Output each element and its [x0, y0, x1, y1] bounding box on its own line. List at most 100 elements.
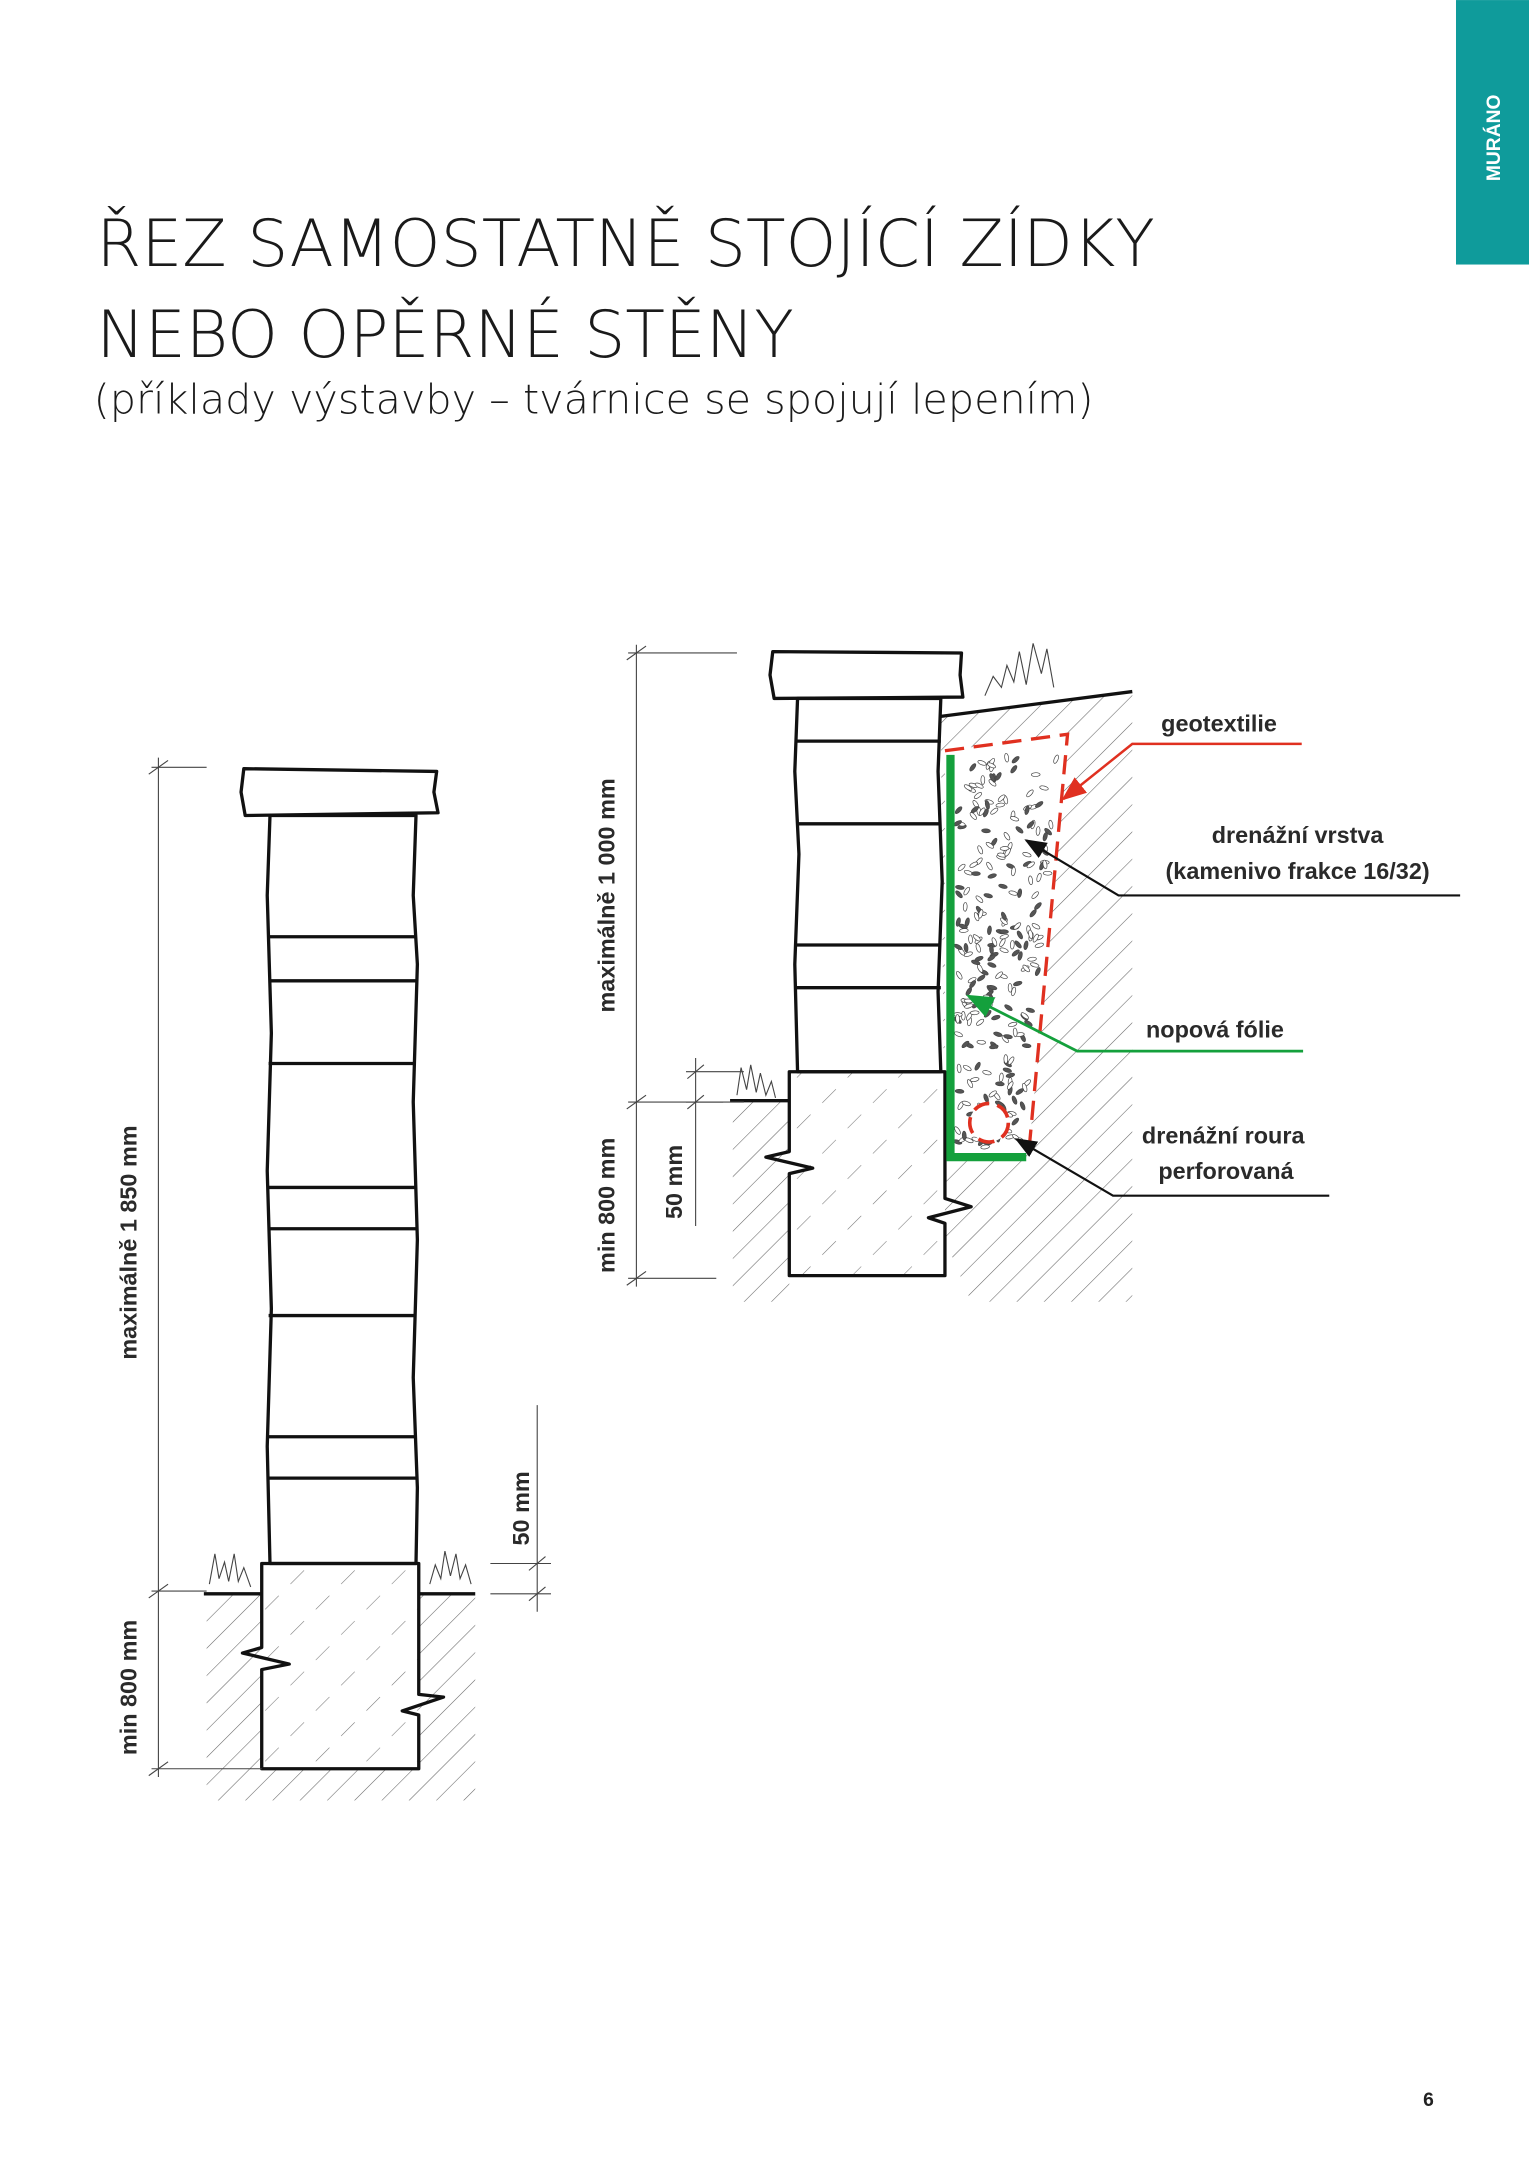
gravel-stone: [961, 1130, 967, 1141]
membrane-leader: [965, 994, 1304, 1053]
gravel-stone: [999, 938, 1006, 947]
gravel-stone: [969, 812, 977, 820]
left-wall-section: maximálně 1 850 mm min 800 mm 50 mm: [115, 757, 551, 1801]
gravel-stone: [983, 893, 993, 899]
gravel-stone: [999, 947, 1009, 953]
gravel-stone: [1007, 1056, 1015, 1065]
gravel-stone: [963, 784, 973, 791]
gravel-stone: [987, 873, 997, 879]
gravel-stone: [998, 883, 1008, 889]
gravel-stone: [990, 807, 999, 815]
gravel-stone: [977, 845, 984, 855]
gravel-stone: [989, 1044, 999, 1050]
gravel-stone: [1013, 980, 1023, 987]
gravel-stone: [1003, 1034, 1013, 1040]
gravel-stone: [954, 1126, 961, 1135]
gravel-stone: [963, 886, 970, 896]
gravel-stone: [1004, 752, 1010, 763]
gravel-stone: [1016, 930, 1023, 940]
gravel-stone: [963, 998, 974, 1004]
gravel-stone: [974, 956, 984, 962]
brand-tab-label: MURÁNO: [1483, 94, 1505, 181]
gravel-stone: [988, 1090, 997, 1098]
gravel-stone: [1007, 1021, 1018, 1028]
gravel-stone: [1011, 949, 1020, 957]
coping-cap: [239, 767, 440, 818]
gravel-stone: [973, 792, 983, 799]
right-dim-offset: 50 mm: [661, 1145, 687, 1219]
gravel-stone: [987, 925, 992, 935]
gravel-stone: [1015, 1088, 1024, 1095]
gravel-stone: [995, 1081, 1005, 1087]
gravel-stone: [1003, 832, 1011, 841]
gravel-stone: [1039, 785, 1049, 791]
gravel-stone: [977, 974, 986, 982]
label-geotextile: geotextilie: [1161, 710, 1277, 736]
gravel-stone: [969, 763, 977, 772]
gravel-stone: [987, 985, 998, 991]
page-title-line1: ŘEZ SAMOSTATNĚ STOJÍCÍ ZÍDKY: [96, 206, 1154, 282]
gravel-stone: [1015, 826, 1024, 834]
gravel-stone: [981, 828, 991, 834]
gravel-stone: [1022, 964, 1030, 973]
gravel-stone: [1017, 951, 1023, 961]
gravel-stone: [1028, 875, 1033, 885]
gravel-stone: [1048, 819, 1054, 830]
gravel-stone: [1035, 801, 1044, 808]
gravel-stone: [1017, 888, 1023, 898]
gravel-stone: [955, 885, 965, 890]
gravel-stone: [1025, 1007, 1035, 1013]
gravel-stone: [971, 871, 981, 876]
gravel-stone: [1034, 967, 1041, 977]
gravel-stone: [978, 807, 986, 816]
gravel-stone: [1036, 872, 1042, 883]
gravel-stone: [989, 944, 994, 955]
gravel-stone: [980, 1144, 990, 1150]
label-pipe-2: perforovaná: [1158, 1158, 1294, 1184]
block-joints: [796, 739, 941, 990]
gravel-stone: [1034, 942, 1044, 948]
gravel-stone: [1010, 939, 1015, 950]
gravel-stone: [969, 980, 977, 989]
geotextile-leader: [1061, 742, 1302, 801]
gravel-stone: [955, 890, 963, 899]
gravel-stone: [970, 806, 979, 814]
column: [265, 813, 420, 1566]
gravel-stone: [1011, 866, 1016, 877]
gravel-stone: [985, 841, 994, 849]
gravel-stone: [999, 846, 1010, 851]
gravel-stone: [1011, 1117, 1020, 1126]
column: [793, 696, 944, 1074]
gravel-stone: [1042, 859, 1048, 870]
gravel-stone: [1002, 1067, 1012, 1073]
brand-tab: MURÁNO: [1455, 0, 1529, 265]
label-drain-layer-1: drenážní vrstva: [1212, 822, 1385, 848]
gravel-stone: [987, 962, 997, 968]
gravel-stone: [1013, 922, 1022, 930]
geotextile-line: [944, 732, 1070, 1151]
gravel-stone: [978, 909, 984, 919]
gravel-stone: [1034, 902, 1042, 910]
gravel-stone: [1035, 826, 1041, 836]
gravel-stone: [1011, 986, 1017, 997]
left-dim-height: maximálně 1 850 mm: [115, 1125, 141, 1359]
gravel-stone: [961, 1100, 971, 1107]
gravel-stone: [957, 863, 966, 872]
gravel-stone: [956, 1063, 962, 1074]
gravel-stone: [968, 934, 973, 945]
gravel-stone: [974, 1061, 981, 1071]
terrain-slope-line: [940, 689, 1133, 718]
left-dim-offset: 50 mm: [508, 1471, 534, 1545]
gravel-stone: [980, 775, 986, 785]
gravel-stone: [987, 762, 996, 769]
gravel-stone: [1007, 983, 1013, 993]
gravel-stone: [969, 1010, 980, 1016]
gravel-stone: [1019, 1101, 1026, 1111]
grass-icon: [208, 1550, 472, 1588]
drain-pipe: [967, 1101, 1011, 1144]
label-pipe-1: drenážní roura: [1142, 1122, 1306, 1148]
page-number: 6: [1423, 2090, 1434, 2111]
foundation: [764, 1070, 973, 1278]
gravel-stone: [991, 937, 998, 947]
